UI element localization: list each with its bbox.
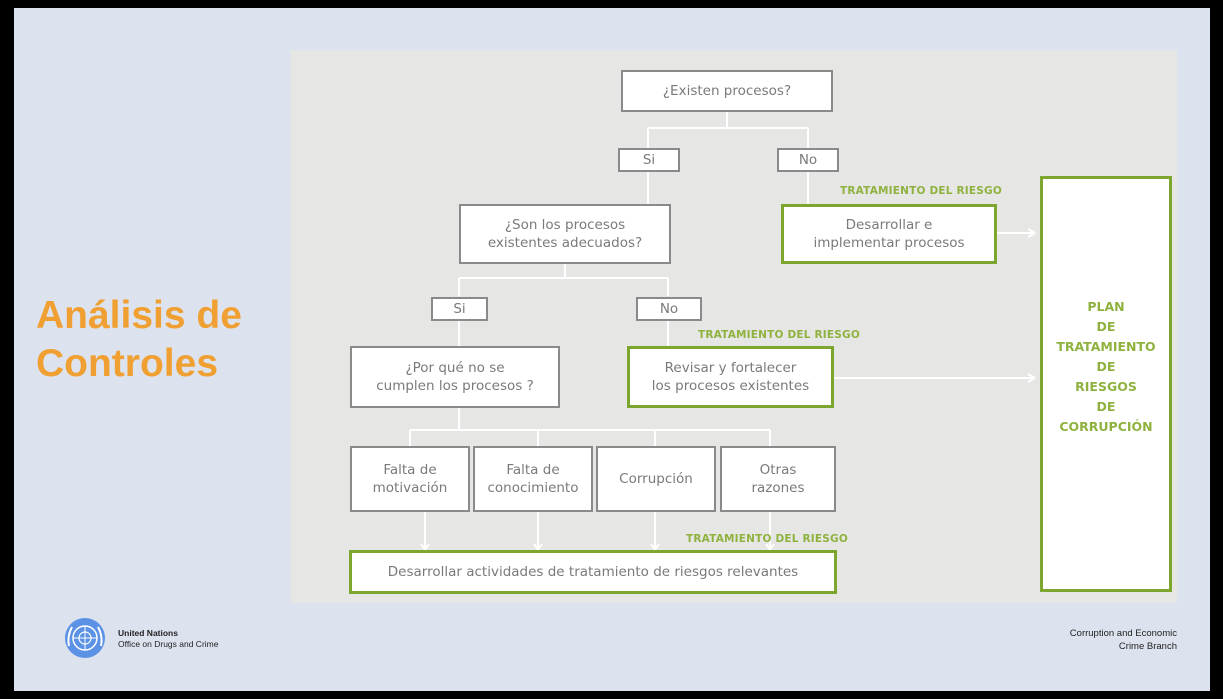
- node-falta-conocimiento: Falta de conocimiento: [473, 446, 593, 512]
- branch-line-2: Crime Branch: [1118, 641, 1177, 652]
- node-si-1: Si: [618, 148, 680, 172]
- label-tratamiento-1: TRATAMIENTO DEL RIESGO: [840, 185, 1002, 197]
- title-line-2: Controles: [36, 342, 219, 385]
- org-line-1: United Nations: [118, 628, 178, 638]
- org-line-2: Office on Drugs and Crime: [118, 639, 219, 649]
- node-procesos-adecuados: ¿Son los procesos existentes adecuados?: [459, 204, 671, 264]
- label-tratamiento-3: TRATAMIENTO DEL RIESGO: [686, 533, 848, 545]
- branch-line-1: Corruption and Economic: [1069, 628, 1177, 639]
- node-si-2: Si: [431, 297, 488, 321]
- label-tratamiento-2: TRATAMIENTO DEL RIESGO: [698, 329, 860, 341]
- node-por-que-no-cumplen: ¿Por qué no se cumplen los procesos ?: [350, 346, 560, 408]
- node-corrupcion: Corrupción: [596, 446, 716, 512]
- node-desarrollar-actividades: Desarrollar actividades de tratamiento d…: [349, 550, 837, 594]
- node-no-2: No: [636, 297, 702, 321]
- branch-name: Corruption and Economic Crime Branch: [1070, 627, 1177, 653]
- un-emblem-icon: [65, 618, 105, 658]
- node-falta-motivacion: Falta de motivación: [350, 446, 470, 512]
- title-line-1: Análisis de: [36, 294, 242, 337]
- slide-title: Análisis de Controles: [36, 292, 242, 388]
- node-existen-procesos: ¿Existen procesos?: [621, 70, 833, 112]
- plan-tratamiento-box: PLAN DE TRATAMIENTO DE RIESGOS DE CORRUP…: [1040, 176, 1172, 592]
- node-revisar-fortalecer: Revisar y fortalecer los procesos existe…: [627, 346, 834, 408]
- node-otras-razones: Otras razones: [720, 446, 836, 512]
- un-org-name: United Nations Office on Drugs and Crime: [118, 628, 218, 650]
- node-desarrollar-implementar: Desarrollar e implementar procesos: [781, 204, 997, 264]
- node-no-1: No: [777, 148, 839, 172]
